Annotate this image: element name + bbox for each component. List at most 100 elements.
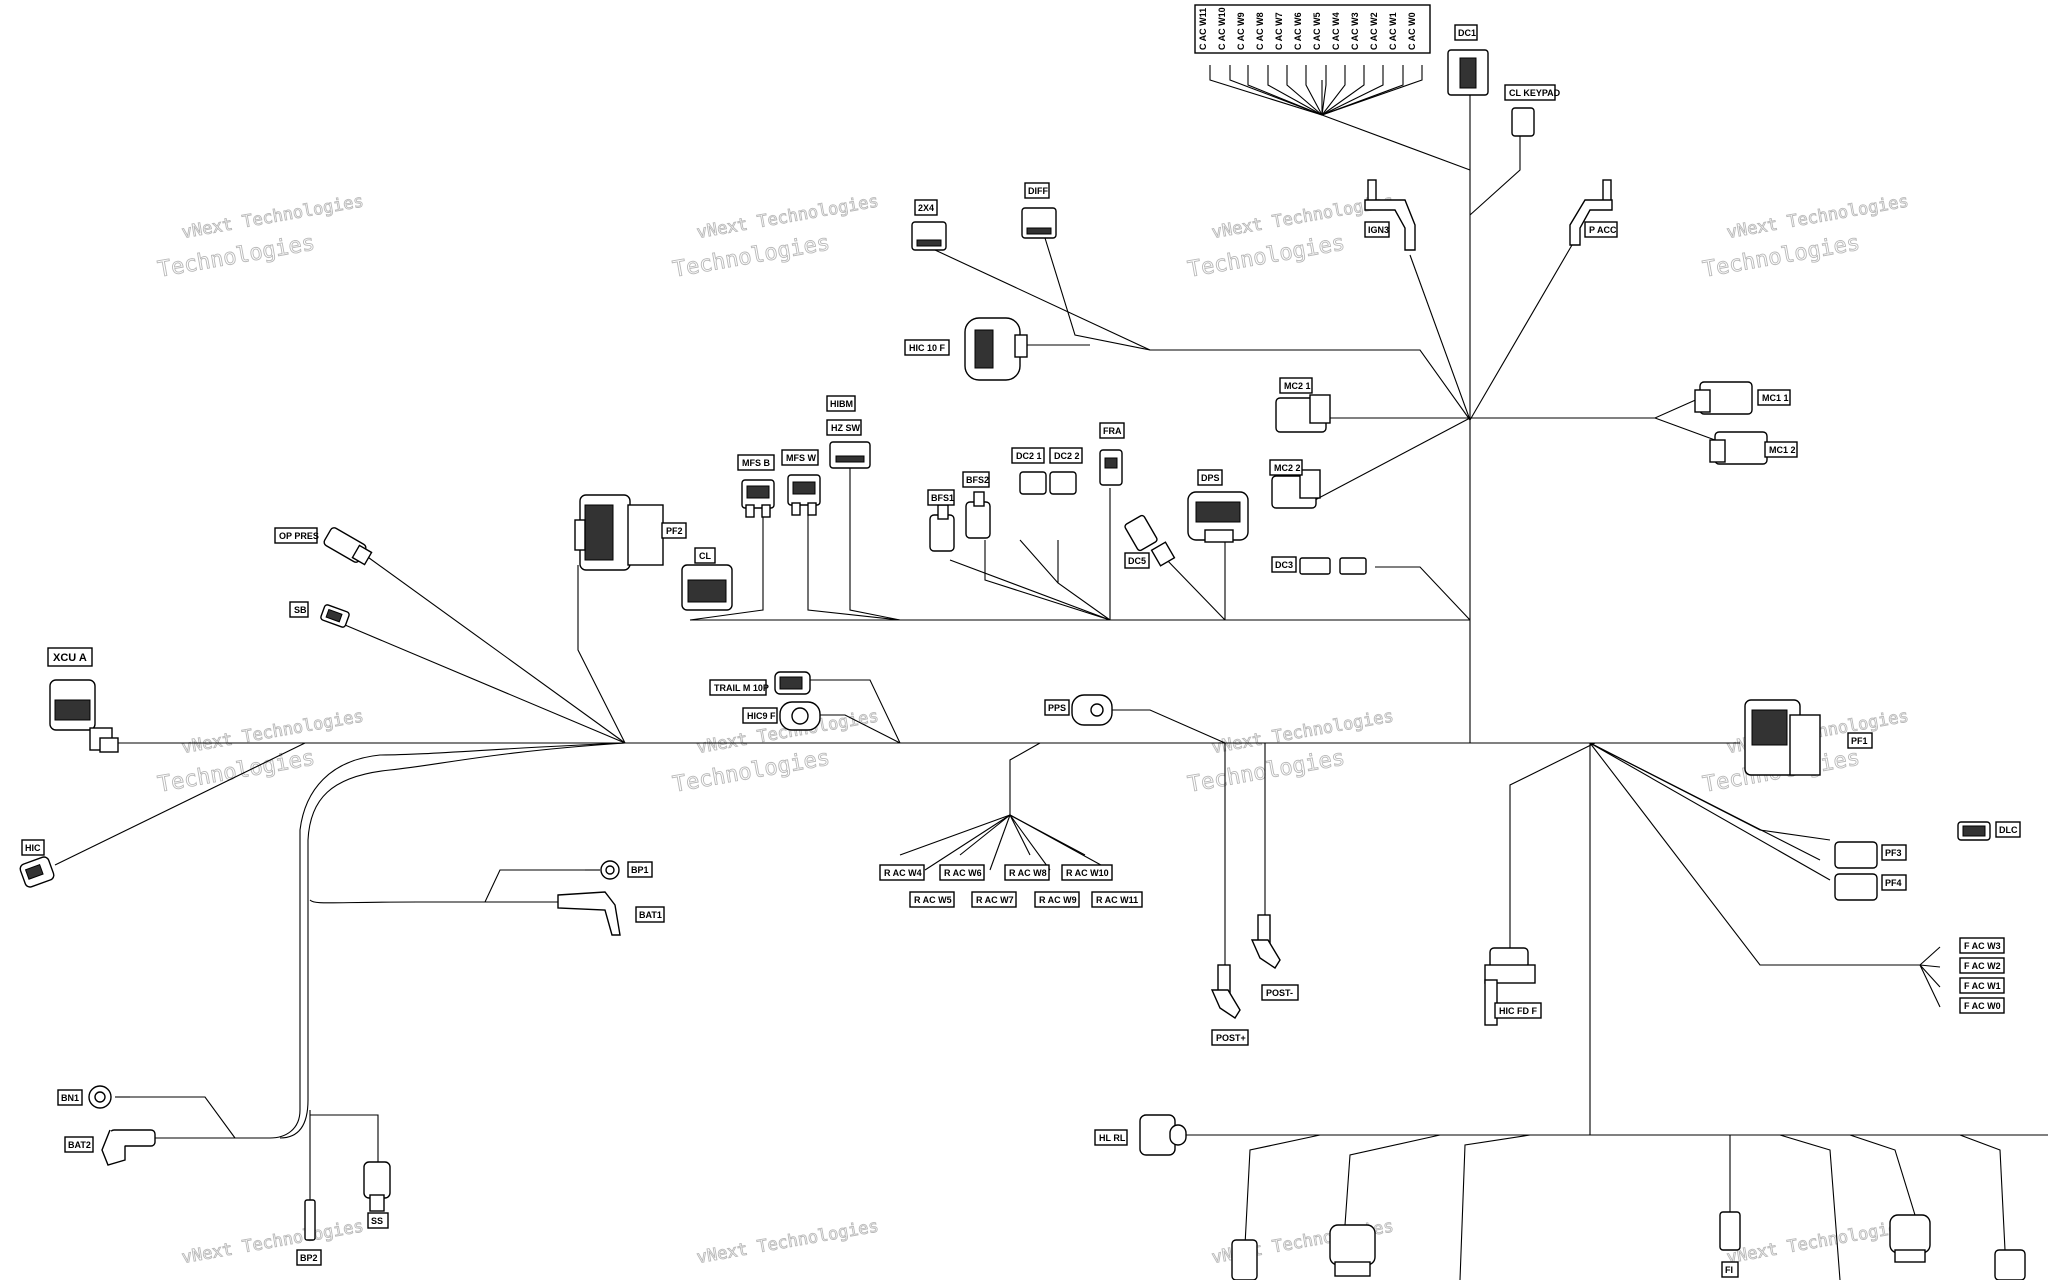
connector-pf3 [1834, 841, 1878, 869]
svg-text:Technologies: Technologies [1186, 746, 1347, 798]
svg-text:R AC W10: R AC W10 [1066, 868, 1109, 878]
label-bat2: BAT2 [64, 1136, 94, 1153]
label-cl-keypad: CL KEYPAD [1504, 84, 1561, 101]
watermark: vNext Technologies Technologies [1186, 706, 1396, 798]
svg-text:R AC W11: R AC W11 [1096, 895, 1138, 905]
label-bfs1: BFS1 [927, 489, 955, 506]
label-f-ac-w0: F AC W0 [1959, 997, 2005, 1014]
connector-bat1 [557, 891, 621, 936]
svg-text:FRA: FRA [1103, 426, 1122, 436]
label-mc1-2: MC1 2 [1764, 441, 1798, 458]
strip-label: C AC W10 [1217, 7, 1227, 50]
svg-text:FI: FI [1725, 1265, 1733, 1275]
svg-text:PPS: PPS [1048, 703, 1066, 713]
label-pps: PPS [1044, 699, 1070, 716]
svg-text:MC1 2: MC1 2 [1769, 445, 1796, 455]
svg-text:R AC W9: R AC W9 [1039, 895, 1077, 905]
connector-mc2-1 [1275, 394, 1331, 433]
connector-mfs-b [741, 479, 775, 518]
label-r-ac-w11: R AC W11 [1091, 891, 1143, 908]
svg-text:BAT2: BAT2 [68, 1140, 91, 1150]
connector-dc5 [1124, 514, 1176, 567]
connector-post-plus [1210, 964, 1241, 1019]
svg-text:vNext Technologies: vNext Technologies [1725, 1216, 1910, 1268]
svg-text:DC3: DC3 [1275, 560, 1293, 570]
svg-text:MC1 1: MC1 1 [1762, 393, 1789, 403]
watermark: vNext Technologies [695, 1216, 881, 1269]
label-fra: FRA [1099, 422, 1125, 439]
strip-label: C AC W3 [1350, 12, 1360, 50]
svg-text:BAT1: BAT1 [639, 910, 662, 920]
label-cl: CL [694, 547, 716, 564]
label-r-ac-w8: R AC W8 [1004, 864, 1050, 881]
connector-ign3 [1364, 179, 1416, 251]
connector-bat2 [101, 1129, 156, 1166]
connector-pf4 [1834, 873, 1878, 901]
label-pf2: PF2 [661, 522, 687, 539]
label-hic-fd-f: HIC FD F [1494, 1002, 1542, 1019]
strip-label: C AC W0 [1407, 12, 1417, 50]
connector-bp2 [304, 1199, 316, 1241]
strip-label: C AC W2 [1369, 12, 1379, 50]
label-pf3: PF3 [1881, 844, 1907, 861]
strip-label: C AC W8 [1255, 12, 1265, 50]
connector-mc1-1 [1694, 381, 1753, 415]
label-hz-sw: HZ SW [826, 419, 862, 436]
label-dc2-1: DC2 1 [1011, 447, 1045, 464]
labels: C AC W11 C AC W10 C AC W9 C AC W8 C AC W… [21, 7, 2021, 1278]
svg-text:HL RL: HL RL [1099, 1133, 1126, 1143]
label-mc2-1: MC2 1 [1279, 377, 1313, 394]
label-ign3: IGN3 [1364, 221, 1390, 238]
label-bp2: BP2 [296, 1249, 322, 1266]
label-dc2-2: DC2 2 [1049, 447, 1083, 464]
connector-mfs-w [787, 474, 821, 516]
svg-text:BN1: BN1 [61, 1093, 79, 1103]
strip-label: C AC W5 [1312, 12, 1322, 50]
connector-diff [1021, 207, 1057, 239]
svg-text:HIC 10 F: HIC 10 F [909, 343, 946, 353]
label-hic9-f: HIC9 F [742, 707, 778, 724]
wires [54, 65, 2048, 1280]
svg-text:POST+: POST+ [1216, 1033, 1246, 1043]
label-r-ac-w4: R AC W4 [879, 864, 925, 881]
svg-text:Technologies: Technologies [1186, 231, 1347, 283]
connector-pf2 [574, 494, 664, 571]
label-r-ac-w7: R AC W7 [971, 891, 1017, 908]
connector-2x4 [911, 221, 947, 251]
svg-text:OP PRES: OP PRES [279, 531, 319, 541]
label-sb: SB [289, 601, 309, 618]
label-dlc: DLC [1995, 821, 2021, 838]
svg-text:PF3: PF3 [1885, 848, 1902, 858]
label-bp1: BP1 [627, 861, 653, 878]
svg-text:R AC W5: R AC W5 [914, 895, 952, 905]
svg-text:vNext Technologies: vNext Technologies [695, 191, 880, 243]
svg-text:XCU A: XCU A [53, 652, 87, 664]
label-post-plus: POST+ [1211, 1029, 1249, 1046]
connector-p-acc [1569, 179, 1613, 246]
svg-text:F AC W2: F AC W2 [1964, 961, 2001, 971]
svg-text:vNext Technologies: vNext Technologies [1725, 191, 1910, 243]
strip-label: C AC W11 [1198, 8, 1208, 50]
connector-cl [681, 564, 733, 611]
svg-text:R AC W4: R AC W4 [884, 868, 922, 878]
connector-xcu-a [49, 679, 119, 753]
label-mfs-b: MFS B [737, 454, 775, 471]
strip-label: C AC W7 [1274, 12, 1284, 50]
svg-text:MFS B: MFS B [742, 458, 770, 468]
svg-text:MC2 1: MC2 1 [1284, 381, 1311, 391]
connector-hic [19, 856, 55, 888]
svg-text:HIC9 F: HIC9 F [747, 711, 776, 721]
svg-text:BFS1: BFS1 [931, 493, 954, 503]
svg-text:HZ SW: HZ SW [831, 423, 861, 433]
connector-hz-sw [829, 441, 871, 469]
strip-label: C AC W1 [1388, 12, 1398, 50]
watermark: vNext Technologies [1725, 1216, 1911, 1269]
label-mfs-w: MFS W [781, 449, 819, 466]
connector-bottom-1 [1231, 1239, 1258, 1280]
svg-text:vNext Technologies: vNext Technologies [180, 1216, 365, 1268]
svg-text:DIFF: DIFF [1028, 186, 1048, 196]
svg-text:CL: CL [699, 551, 711, 561]
strip-label: C AC W4 [1331, 12, 1341, 50]
label-trail-m-10p: TRAIL M 10P [709, 679, 769, 696]
svg-text:PF2: PF2 [666, 526, 683, 536]
